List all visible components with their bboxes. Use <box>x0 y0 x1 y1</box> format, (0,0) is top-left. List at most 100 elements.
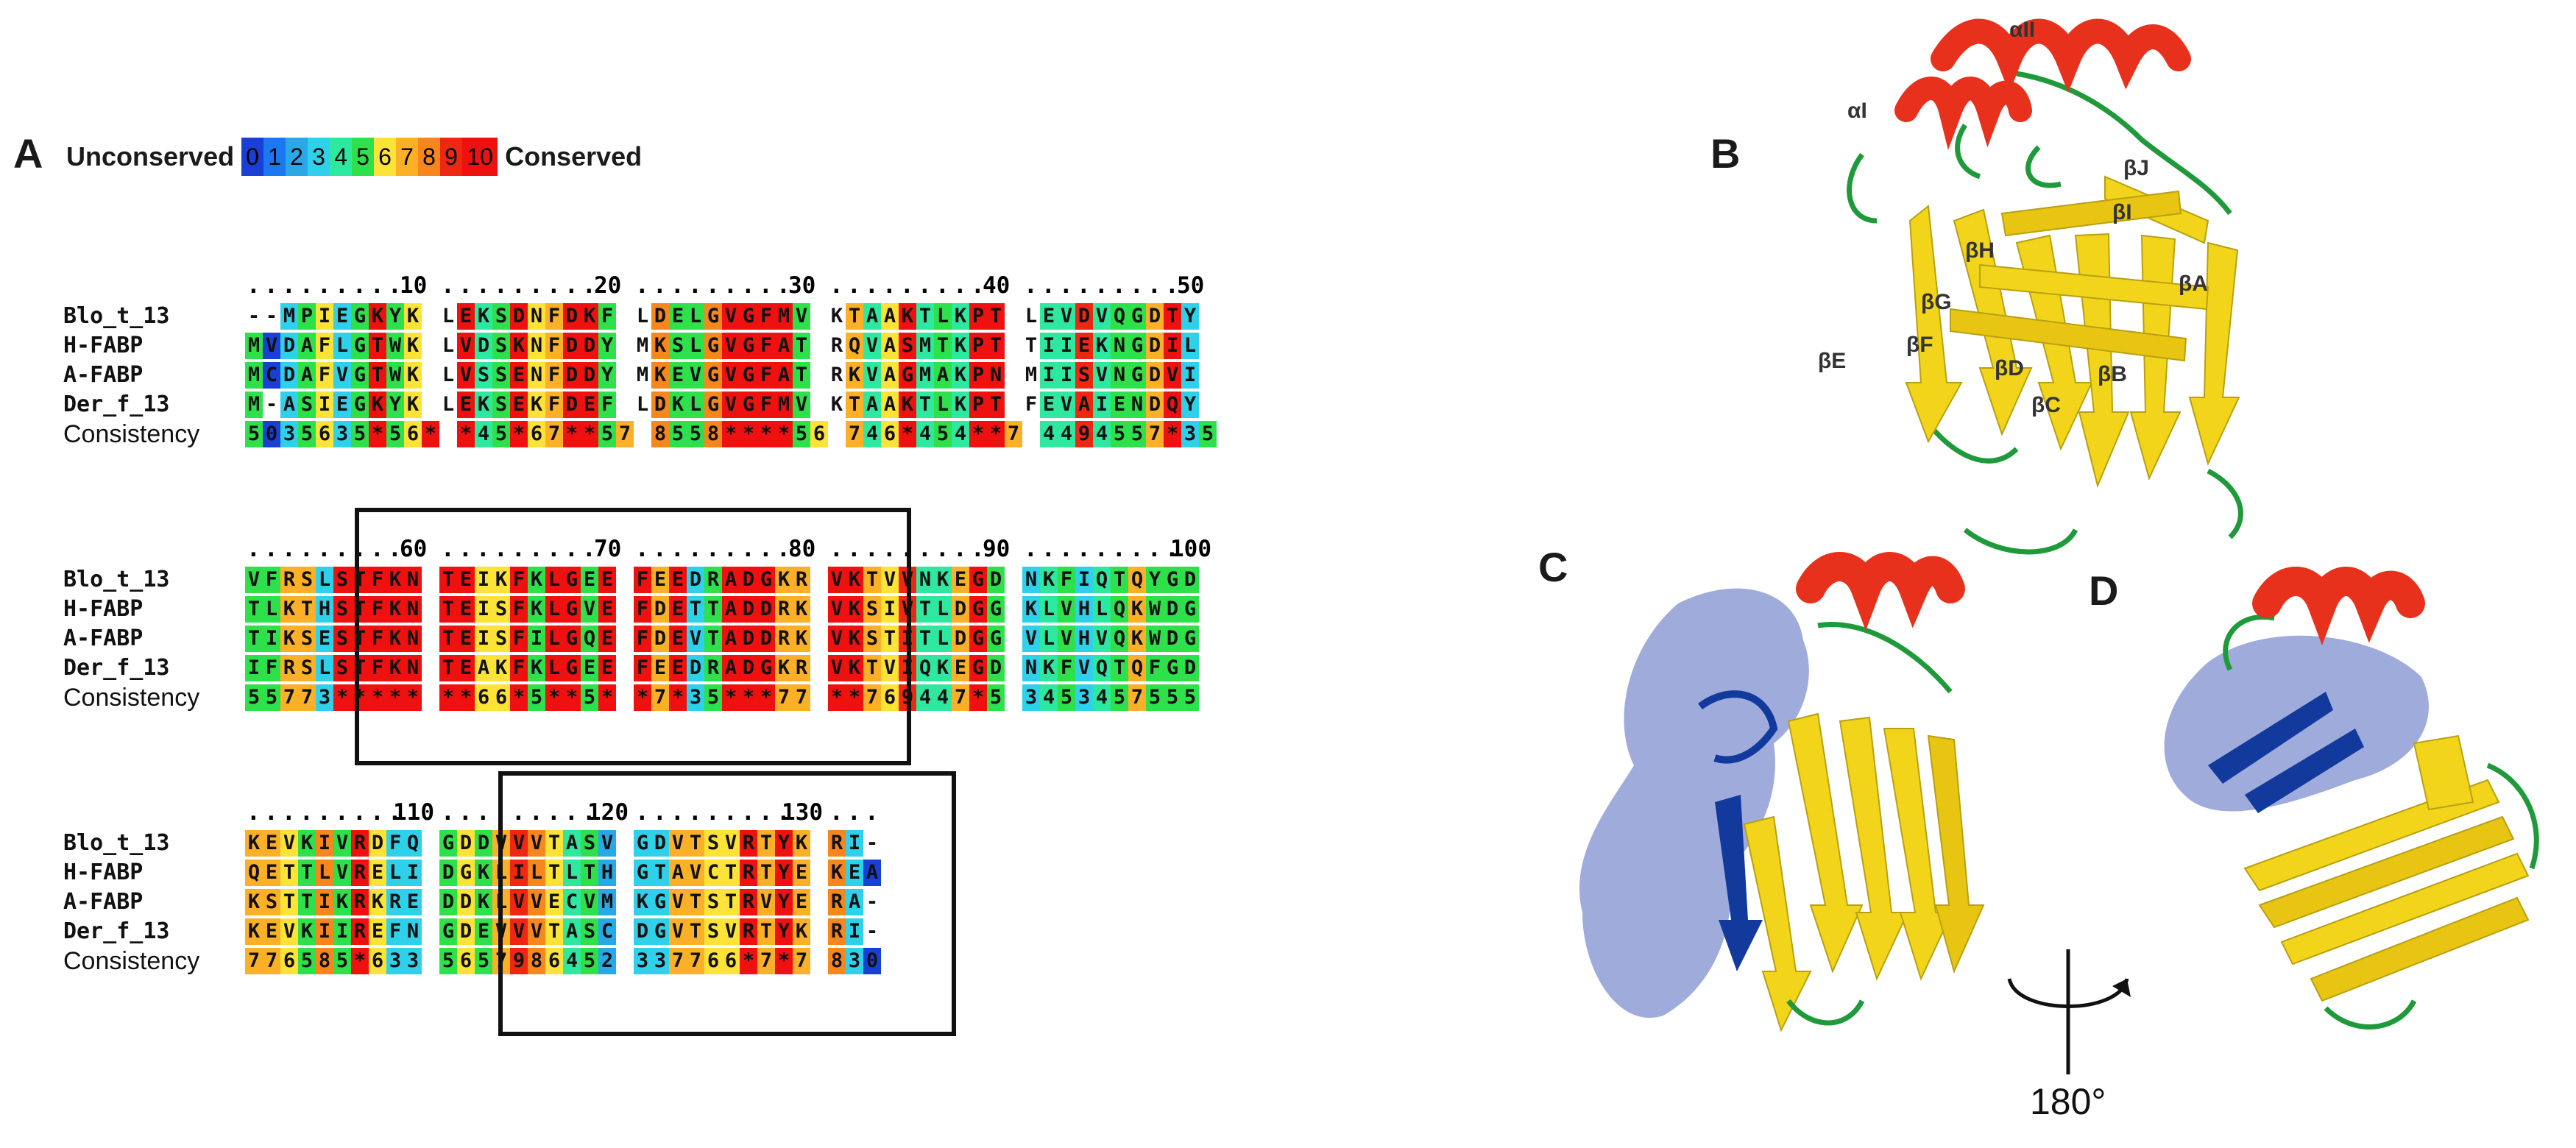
residue-cell: D <box>280 333 298 359</box>
residue-cell <box>1005 567 1022 593</box>
residue-cell: I <box>1058 362 1075 389</box>
residue-cell <box>810 303 828 330</box>
strand-label-bC: βC <box>2031 393 2061 417</box>
residue-cell: F <box>545 333 563 359</box>
residue-cell: T <box>704 626 722 652</box>
residue-cell: T <box>369 333 386 359</box>
consistency-cell: 5 <box>704 684 722 711</box>
residue-cell: T <box>280 889 298 915</box>
residue-cell: W <box>386 362 404 389</box>
consistency-cell: 3 <box>1075 684 1093 711</box>
consistency-cell: 6 <box>545 948 563 974</box>
ruler-dot: . <box>1077 272 1091 299</box>
residue-cell: V <box>863 333 881 359</box>
consistency-cell: 3 <box>634 948 651 974</box>
ruler-dot: . <box>565 799 578 826</box>
residue-cell: K <box>475 860 492 886</box>
consistency-cell: 3 <box>687 684 704 711</box>
residue-cell: T <box>369 362 386 389</box>
consistency-cell: 5 <box>298 421 316 447</box>
ruler-dot: . <box>335 272 349 299</box>
residue-cell: K <box>369 303 386 330</box>
residue-cell <box>422 391 439 418</box>
residue-cell: A <box>775 333 793 359</box>
residue-cell: K <box>528 391 545 418</box>
residue-cell: S <box>298 655 316 681</box>
ruler-dot: . <box>1130 536 1144 562</box>
ruler-dot: . <box>1147 536 1161 562</box>
residue-cell: S <box>1075 362 1093 389</box>
ruler-dot: . <box>635 799 649 826</box>
residue-cell <box>616 333 634 359</box>
residue-cell: A <box>280 391 298 418</box>
loops-b <box>1847 71 2243 555</box>
residue-cell: A <box>563 918 581 945</box>
residue-cell <box>1005 391 1022 418</box>
residue-cell: K <box>846 362 863 389</box>
residue-cell: S <box>669 333 687 359</box>
residue-cell: F <box>1058 567 1075 593</box>
residue-cell: K <box>1093 333 1111 359</box>
residue-cell: S <box>581 830 598 857</box>
residue-cell: K <box>404 303 422 330</box>
residue-cell: R <box>280 655 298 681</box>
strand-label-bA: βA <box>2179 272 2208 296</box>
consistency-label: Consistency <box>63 420 200 448</box>
residue-cell: D <box>740 626 757 652</box>
residue-cell: K <box>404 362 422 389</box>
consistency-cell: 2 <box>598 948 616 974</box>
residue-cell: K <box>245 830 263 857</box>
residue-cell <box>422 362 439 389</box>
consistency-cell: * <box>669 684 687 711</box>
residue-cell: N <box>1111 362 1128 389</box>
residue-cell: I <box>316 918 333 945</box>
consistency-cell: * <box>969 684 987 711</box>
residue-cell: D <box>439 889 457 915</box>
residue-cell <box>1005 362 1022 389</box>
strand-label-bE: βE <box>1818 349 1846 373</box>
residue-cell: F <box>598 391 616 418</box>
legend-level-10: 10 <box>462 138 498 176</box>
residue-cell: S <box>492 596 510 623</box>
beta-strands-b <box>1905 175 2240 489</box>
residue-cell: T <box>793 333 810 359</box>
residue-cell: M <box>1022 362 1040 389</box>
consistency-cell: 0 <box>263 421 280 447</box>
ruler-dot: . <box>882 536 896 562</box>
residue-cell: T <box>245 626 263 652</box>
residue-cell: T <box>651 860 669 886</box>
residue-cell: V <box>687 626 704 652</box>
residue-cell: R <box>740 860 757 886</box>
residue-cell: M <box>598 889 616 915</box>
residue-cell: D <box>1146 391 1164 418</box>
consistency-cell: 6 <box>475 684 492 711</box>
residue-cell: D <box>439 860 457 886</box>
residue-cell: F <box>634 655 651 681</box>
residue-cell: V <box>793 391 810 418</box>
residue-cell: L <box>439 391 457 418</box>
residue-cell: G <box>351 391 369 418</box>
residue-cell: C <box>263 362 280 389</box>
residue-cell: R <box>828 333 846 359</box>
residue-cell: R <box>704 567 722 593</box>
consistency-cell: * <box>545 684 563 711</box>
loops-c <box>1786 622 1953 1026</box>
ruler-dot: . <box>441 799 455 826</box>
consistency-cell: 4 <box>916 421 934 447</box>
residue-cell: V <box>722 918 740 945</box>
ruler-dot: . <box>282 536 296 562</box>
residue-cell: Q <box>404 830 422 857</box>
residue-cell: V <box>669 830 687 857</box>
sequence-name: Blo_t_13 <box>63 830 170 856</box>
residue-cell: V <box>1093 303 1111 330</box>
residue-cell: M <box>280 303 298 330</box>
residue-cell: D <box>1146 333 1164 359</box>
residue-cell: G <box>563 596 581 623</box>
residue-cell: I <box>1058 333 1075 359</box>
ruler-dot: . <box>582 536 596 562</box>
residue-cell: M <box>916 362 934 389</box>
residue-cell: V <box>1022 626 1040 652</box>
consistency-cell: 5 <box>581 948 598 974</box>
